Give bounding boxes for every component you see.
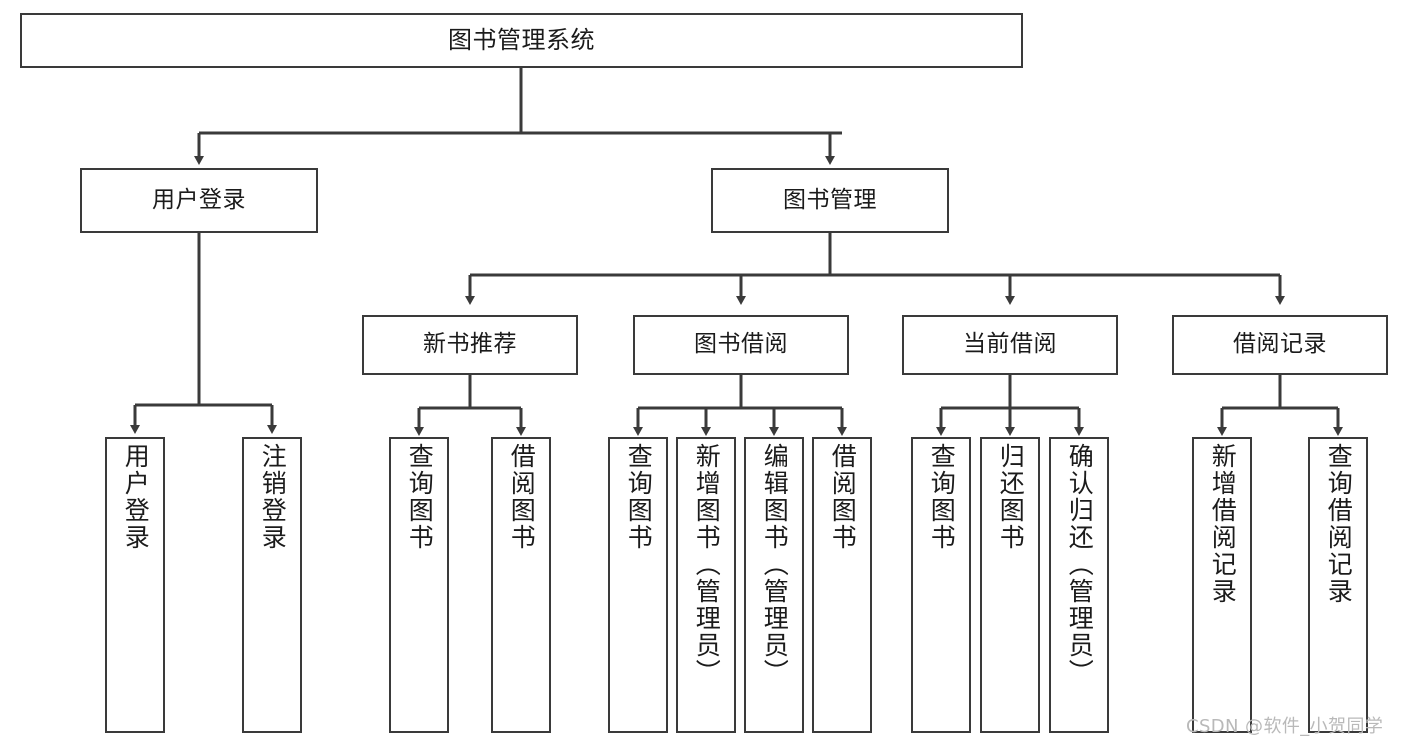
node-leaf-borrow-book-2[interactable]: 借阅图书 bbox=[812, 437, 872, 733]
node-current-borrow-label: 当前借阅 bbox=[963, 331, 1057, 358]
node-book-borrow-label: 图书借阅 bbox=[694, 331, 788, 358]
node-new-book-recommend[interactable]: 新书推荐 bbox=[362, 315, 578, 375]
node-user-login-label: 用户登录 bbox=[152, 186, 246, 213]
node-root[interactable]: 图书管理系统 bbox=[20, 13, 1023, 68]
node-leaf-logout-login-label: 注销登录 bbox=[258, 443, 288, 551]
node-leaf-query-record[interactable]: 查询借阅记录 bbox=[1308, 437, 1368, 733]
node-leaf-query-book-3[interactable]: 查询图书 bbox=[911, 437, 971, 733]
node-root-label: 图书管理系统 bbox=[448, 26, 595, 55]
node-leaf-edit-book[interactable]: 编辑图书（管理员） bbox=[744, 437, 804, 733]
node-new-book-recommend-label: 新书推荐 bbox=[423, 331, 517, 358]
node-leaf-query-record-label: 查询借阅记录 bbox=[1324, 443, 1354, 605]
node-leaf-user-login[interactable]: 用户登录 bbox=[105, 437, 165, 733]
node-leaf-user-login-label: 用户登录 bbox=[121, 443, 151, 551]
node-leaf-confirm-return[interactable]: 确认归还（管理员） bbox=[1049, 437, 1109, 733]
node-leaf-return-book-label: 归还图书 bbox=[996, 443, 1026, 551]
node-leaf-add-book[interactable]: 新增图书（管理员） bbox=[676, 437, 736, 733]
node-leaf-add-record-label: 新增借阅记录 bbox=[1208, 443, 1238, 605]
node-current-borrow[interactable]: 当前借阅 bbox=[902, 315, 1118, 375]
node-borrow-record[interactable]: 借阅记录 bbox=[1172, 315, 1388, 375]
node-borrow-record-label: 借阅记录 bbox=[1233, 331, 1327, 358]
node-leaf-query-book-2-label: 查询图书 bbox=[624, 443, 654, 551]
node-leaf-borrow-book-1[interactable]: 借阅图书 bbox=[491, 437, 551, 733]
node-leaf-confirm-return-label: 确认归还（管理员） bbox=[1065, 443, 1095, 686]
node-user-login[interactable]: 用户登录 bbox=[80, 168, 318, 233]
node-leaf-query-book-2[interactable]: 查询图书 bbox=[608, 437, 668, 733]
node-leaf-borrow-book-1-label: 借阅图书 bbox=[507, 443, 537, 551]
node-leaf-return-book[interactable]: 归还图书 bbox=[980, 437, 1040, 733]
csdn-watermark: CSDN @软件_小贺同学 bbox=[1186, 716, 1384, 737]
node-leaf-query-book-1[interactable]: 查询图书 bbox=[389, 437, 449, 733]
node-leaf-borrow-book-2-label: 借阅图书 bbox=[828, 443, 858, 551]
node-book-manage[interactable]: 图书管理 bbox=[711, 168, 949, 233]
node-leaf-query-book-1-label: 查询图书 bbox=[405, 443, 435, 551]
node-leaf-query-book-3-label: 查询图书 bbox=[927, 443, 957, 551]
node-leaf-edit-book-label: 编辑图书（管理员） bbox=[760, 443, 790, 686]
node-leaf-logout-login[interactable]: 注销登录 bbox=[242, 437, 302, 733]
node-book-manage-label: 图书管理 bbox=[783, 186, 877, 213]
node-leaf-add-record[interactable]: 新增借阅记录 bbox=[1192, 437, 1252, 733]
node-leaf-add-book-label: 新增图书（管理员） bbox=[692, 443, 722, 686]
node-book-borrow[interactable]: 图书借阅 bbox=[633, 315, 849, 375]
